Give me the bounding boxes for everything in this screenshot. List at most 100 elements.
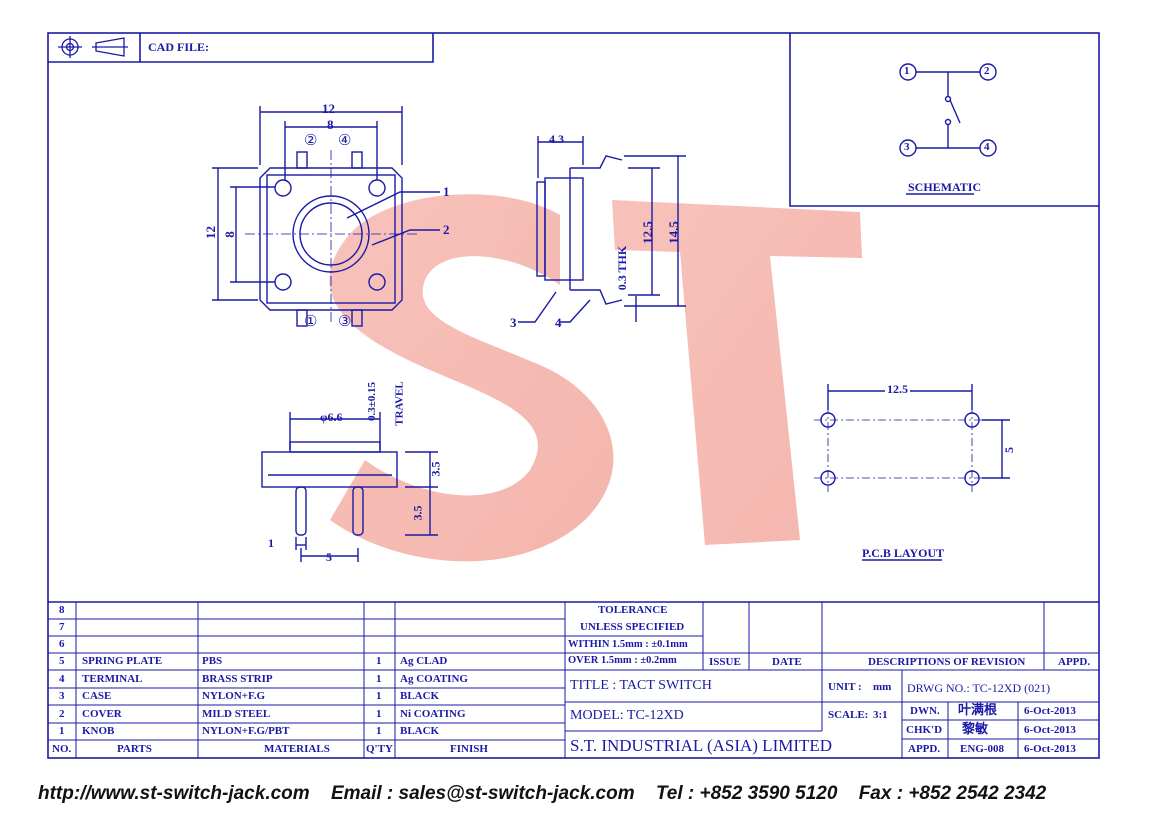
travel-label: TRAVEL (393, 381, 406, 426)
cad-file-label: CAD FILE: (148, 40, 210, 54)
bom-row-5-no: 5 (59, 655, 65, 667)
dim-travel: 0.3±0.15 (366, 381, 379, 422)
appd-label: APPD. (908, 743, 941, 755)
bom-row-4-finish: Ag COATING (400, 673, 468, 685)
bom-row-5-qty: 1 (376, 655, 382, 667)
schematic-pin-1: 1 (904, 65, 910, 77)
tolerance-within: WITHIN 1.5mm : ±0.1mm (568, 639, 688, 650)
drawing-title: TITLE : TACT SWITCH (570, 678, 712, 693)
bom-row-3-part: CASE (82, 690, 112, 702)
dim-diameter: φ6.6 (320, 410, 343, 424)
bom-row-5-material: PBS (202, 655, 223, 667)
revision-issue: ISSUE (709, 656, 741, 668)
bom-row-8-no: 8 (59, 604, 65, 616)
bom-row-5-part: SPRING PLATE (82, 655, 163, 667)
bom-header-materials: MATERIALS (264, 743, 330, 755)
dim-width-outer: 12 (322, 101, 335, 116)
dim-12-5: 12.5 (639, 221, 655, 244)
bom-row-2-finish: Ni COATING (400, 708, 466, 720)
bom-header-parts: PARTS (117, 743, 152, 755)
dwn-label: DWN. (910, 705, 940, 717)
callout-3: 3 (510, 315, 517, 330)
tolerance-title: TOLERANCE (598, 604, 668, 616)
dim-14-5: 14.5 (665, 221, 681, 244)
contact-footer: http://www.st-switch-jack.com Email : sa… (38, 783, 1062, 805)
bom-row-1-qty: 1 (376, 725, 382, 737)
bom-header-no: NO. (52, 743, 72, 755)
pcb-dim-width: 12.5 (885, 382, 910, 396)
side-view-drawing (518, 136, 686, 323)
schematic-pin-2: 2 (984, 65, 990, 77)
telephone-text: Tel : +852 3590 5120 (655, 783, 838, 804)
dim-thk: 0.3 THK (615, 245, 630, 291)
revision-date: DATE (772, 656, 802, 668)
bom-row-2-no: 2 (59, 708, 65, 720)
schematic-pin-4: 4 (984, 141, 990, 153)
unit-label: UNIT : (828, 681, 862, 693)
chkd-name: 黎敏 (962, 722, 989, 737)
chkd-label: CHK'D (906, 724, 943, 736)
dim-pin-pitch: 5 (326, 550, 332, 564)
appd-date: 6-Oct-2013 (1024, 743, 1076, 755)
schematic-drawing (899, 63, 997, 195)
dim-height-inner: 8 (221, 231, 237, 238)
callout-2: 2 (443, 222, 450, 237)
dim-pin-width: 1 (268, 536, 274, 550)
pin-label-1: ① (304, 314, 318, 330)
bom-row-1-no: 1 (59, 725, 65, 737)
bom-row-3-finish: BLACK (400, 690, 440, 702)
bom-row-3-qty: 1 (376, 690, 382, 702)
drawing-number: DRWG NO.: TC-12XD (021) (907, 681, 1051, 695)
front-view-drawing (261, 412, 438, 562)
bom-row-1-finish: BLACK (400, 725, 440, 737)
pin-label-4: ④ (338, 133, 352, 149)
bom-row-4-material: BRASS STRIP (202, 673, 273, 685)
unit-value: mm (873, 681, 892, 693)
pin-label-2: ② (304, 133, 318, 149)
bom-row-7-no: 7 (59, 621, 65, 633)
callout-4: 4 (555, 315, 562, 330)
bom-row-2-part: COVER (82, 708, 122, 720)
bom-row-5-finish: Ag CLAD (400, 655, 448, 667)
schematic-pin-3: 3 (904, 141, 910, 153)
bom-row-1-part: KNOB (82, 725, 115, 737)
bom-row-2-material: MILD STEEL (202, 708, 271, 720)
chkd-date: 6-Oct-2013 (1024, 724, 1076, 736)
bom-row-3-no: 3 (59, 690, 65, 702)
bom-row-1-material: NYLON+F.G/PBT (202, 725, 290, 737)
revision-descriptions: DESCRIPTIONS OF REVISION (868, 656, 1026, 668)
bom-header-qty: Q'TY (366, 743, 393, 755)
email-link[interactable]: Email : sales@st-switch-jack.com (330, 783, 635, 804)
dim-body-height: 3.5 (428, 461, 443, 477)
model-number: MODEL: TC-12XD (570, 708, 684, 723)
st-watermark-logo (329, 194, 862, 562)
callout-1: 1 (443, 184, 450, 199)
revision-appd: APPD. (1058, 656, 1091, 668)
scale-label: SCALE: (828, 709, 869, 721)
tolerance-unless: UNLESS SPECIFIED (580, 621, 685, 633)
pin-label-3: ③ (338, 314, 352, 330)
website-link[interactable]: http://www.st-switch-jack.com (38, 783, 310, 804)
dim-width-inner: 8 (327, 117, 334, 132)
appd-name: ENG-008 (960, 743, 1004, 755)
dim-pin-length: 3.5 (410, 505, 425, 521)
dwn-date: 6-Oct-2013 (1024, 705, 1076, 717)
dim-height-outer: 12 (203, 226, 218, 239)
bom-row-4-part: TERMINAL (82, 673, 143, 685)
top-view-drawing (212, 106, 440, 327)
schematic-title: SCHEMATIC (908, 180, 982, 194)
tolerance-over: OVER 1.5mm : ±0.2mm (568, 655, 677, 666)
bom-row-6-no: 6 (59, 638, 65, 650)
bom-row-3-material: NYLON+F.G (202, 690, 266, 702)
dwn-name: 叶满根 (958, 703, 998, 718)
pcb-layout-drawing (814, 384, 1010, 561)
company-name: S.T. INDUSTRIAL (ASIA) LIMITED (570, 736, 833, 755)
pcb-dim-height: 5 (1002, 447, 1016, 453)
dim-depth: 4.3 (549, 132, 564, 146)
bom-row-4-no: 4 (59, 673, 65, 685)
pcb-title: P.C.B LAYOUT (862, 546, 945, 560)
bom-header-finish: FINISH (450, 743, 488, 755)
scale-value: 3:1 (873, 709, 888, 721)
